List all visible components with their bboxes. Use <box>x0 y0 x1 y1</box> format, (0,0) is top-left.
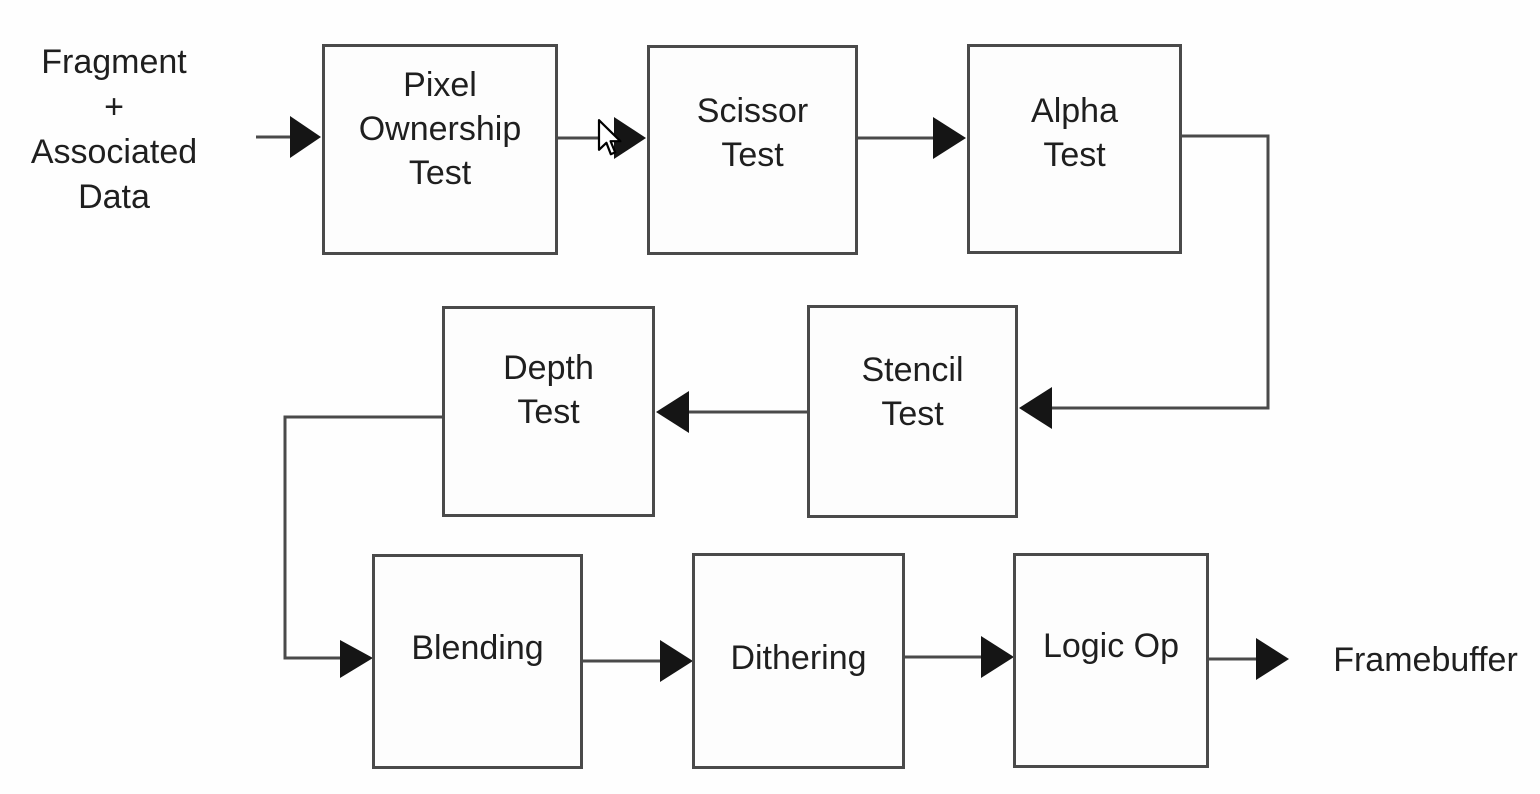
node-logic-op: Logic Op <box>1013 553 1209 768</box>
arrowhead-icon <box>660 640 693 682</box>
node-label: Stencil Test <box>861 351 964 433</box>
edge-blending-to-dithering <box>583 640 693 682</box>
node-pixel-ownership-test: Pixel Ownership Test <box>322 44 558 255</box>
node-dithering: Dithering <box>692 553 905 769</box>
mouse-pointer-icon <box>597 119 622 156</box>
arrowhead-icon <box>290 116 321 158</box>
node-label: Depth Test <box>503 349 594 431</box>
edge-input-to-pixel-ownership <box>256 116 321 158</box>
arrowhead-icon <box>1256 638 1289 680</box>
output-label: Framebuffer <box>1333 641 1518 679</box>
node-label: Logic Op <box>1042 627 1180 665</box>
node-label: Blending <box>411 629 544 667</box>
edge-stencil-to-depth <box>656 391 807 433</box>
arrowhead-icon <box>614 117 646 159</box>
edge-alpha-to-stencil <box>1019 134 1270 429</box>
node-label: Dithering <box>730 639 867 677</box>
input-label: Fragment + Associated Data <box>30 43 198 216</box>
node-scissor-test: Scissor Test <box>647 45 858 255</box>
arrowhead-icon <box>981 636 1014 678</box>
node-stencil-test: Stencil Test <box>807 305 1018 518</box>
arrowhead-icon <box>340 640 373 678</box>
node-alpha-test: Alpha Test <box>967 44 1182 254</box>
arrowhead-icon <box>1019 387 1052 429</box>
edge-dithering-to-logic-op <box>905 636 1014 678</box>
node-label: Alpha Test <box>1031 92 1118 174</box>
arrowhead-icon <box>656 391 689 433</box>
edge-logic-op-to-framebuffer <box>1209 638 1289 680</box>
edge-scissor-to-alpha <box>858 117 966 159</box>
edge-depth-to-blending <box>283 415 442 678</box>
node-depth-test: Depth Test <box>442 306 655 517</box>
arrowhead-icon <box>933 117 966 159</box>
node-blending: Blending <box>372 554 583 769</box>
node-label: Scissor Test <box>696 92 809 174</box>
node-label: Pixel Ownership Test <box>358 66 522 192</box>
